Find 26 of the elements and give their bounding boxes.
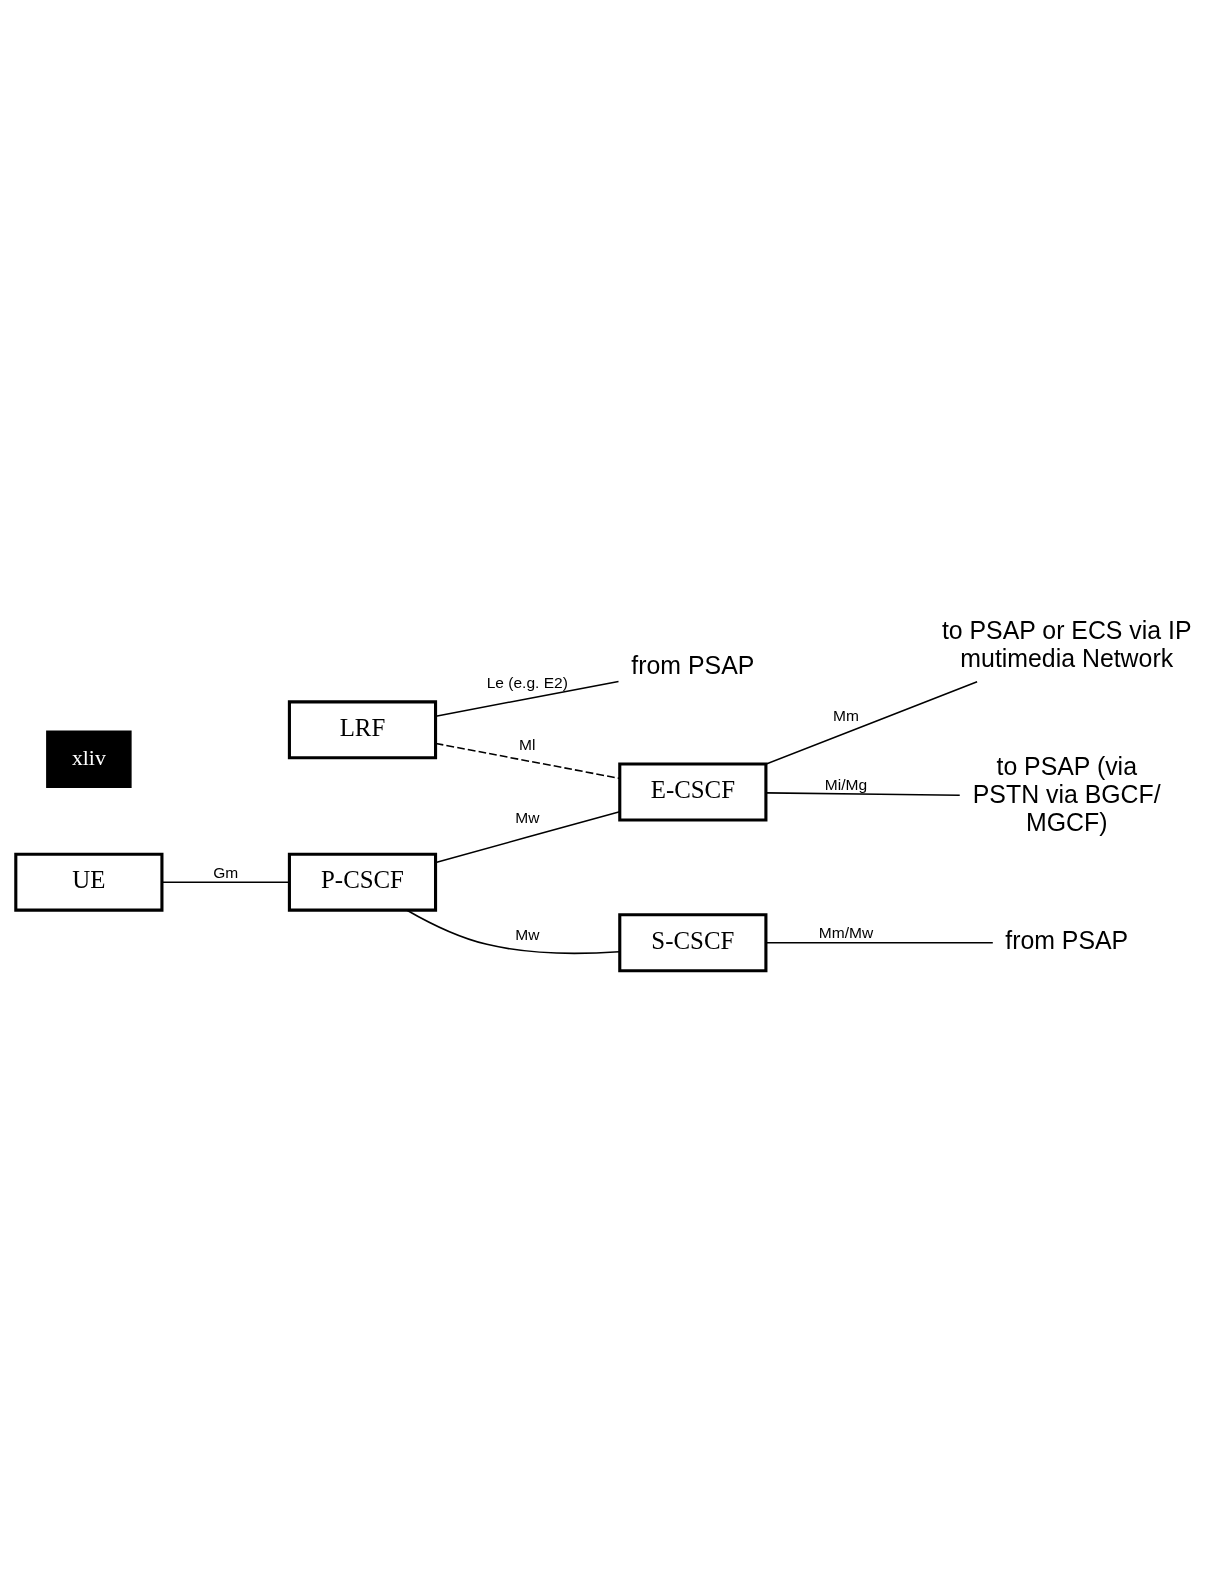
node-box: LRF bbox=[287, 700, 438, 760]
connector bbox=[435, 810, 621, 864]
edge-label: Ml bbox=[519, 736, 536, 754]
connector bbox=[765, 681, 978, 765]
connector bbox=[161, 881, 291, 883]
edge-label: Gm bbox=[213, 863, 239, 881]
label: xliv bbox=[71, 746, 106, 771]
node-text: from PSAP bbox=[631, 650, 755, 679]
node-box: E-CSCF bbox=[618, 762, 768, 822]
edge-label: Mw bbox=[515, 809, 540, 827]
connector bbox=[435, 680, 620, 717]
node-text: to PSAP or ECS via IP mutimedia Network bbox=[941, 616, 1192, 673]
connector bbox=[406, 909, 621, 955]
connector bbox=[765, 792, 961, 797]
edge-label: Mm bbox=[833, 706, 859, 724]
node-box: P-CSCF bbox=[287, 852, 438, 912]
edge-label: Mm/Mw bbox=[818, 924, 874, 942]
edge-label: Mw bbox=[515, 925, 540, 943]
connector bbox=[765, 942, 994, 944]
node-box: S-CSCF bbox=[618, 913, 768, 973]
connector bbox=[435, 742, 621, 780]
node-text: to PSAP (via PSTN via BGCF/ MGCF) bbox=[972, 751, 1161, 836]
edge-label: Le (e.g. E2) bbox=[486, 673, 568, 691]
node-text: from PSAP bbox=[1005, 925, 1129, 954]
node-box: UE bbox=[14, 852, 164, 912]
edge-label: Mi/Mg bbox=[824, 776, 868, 794]
